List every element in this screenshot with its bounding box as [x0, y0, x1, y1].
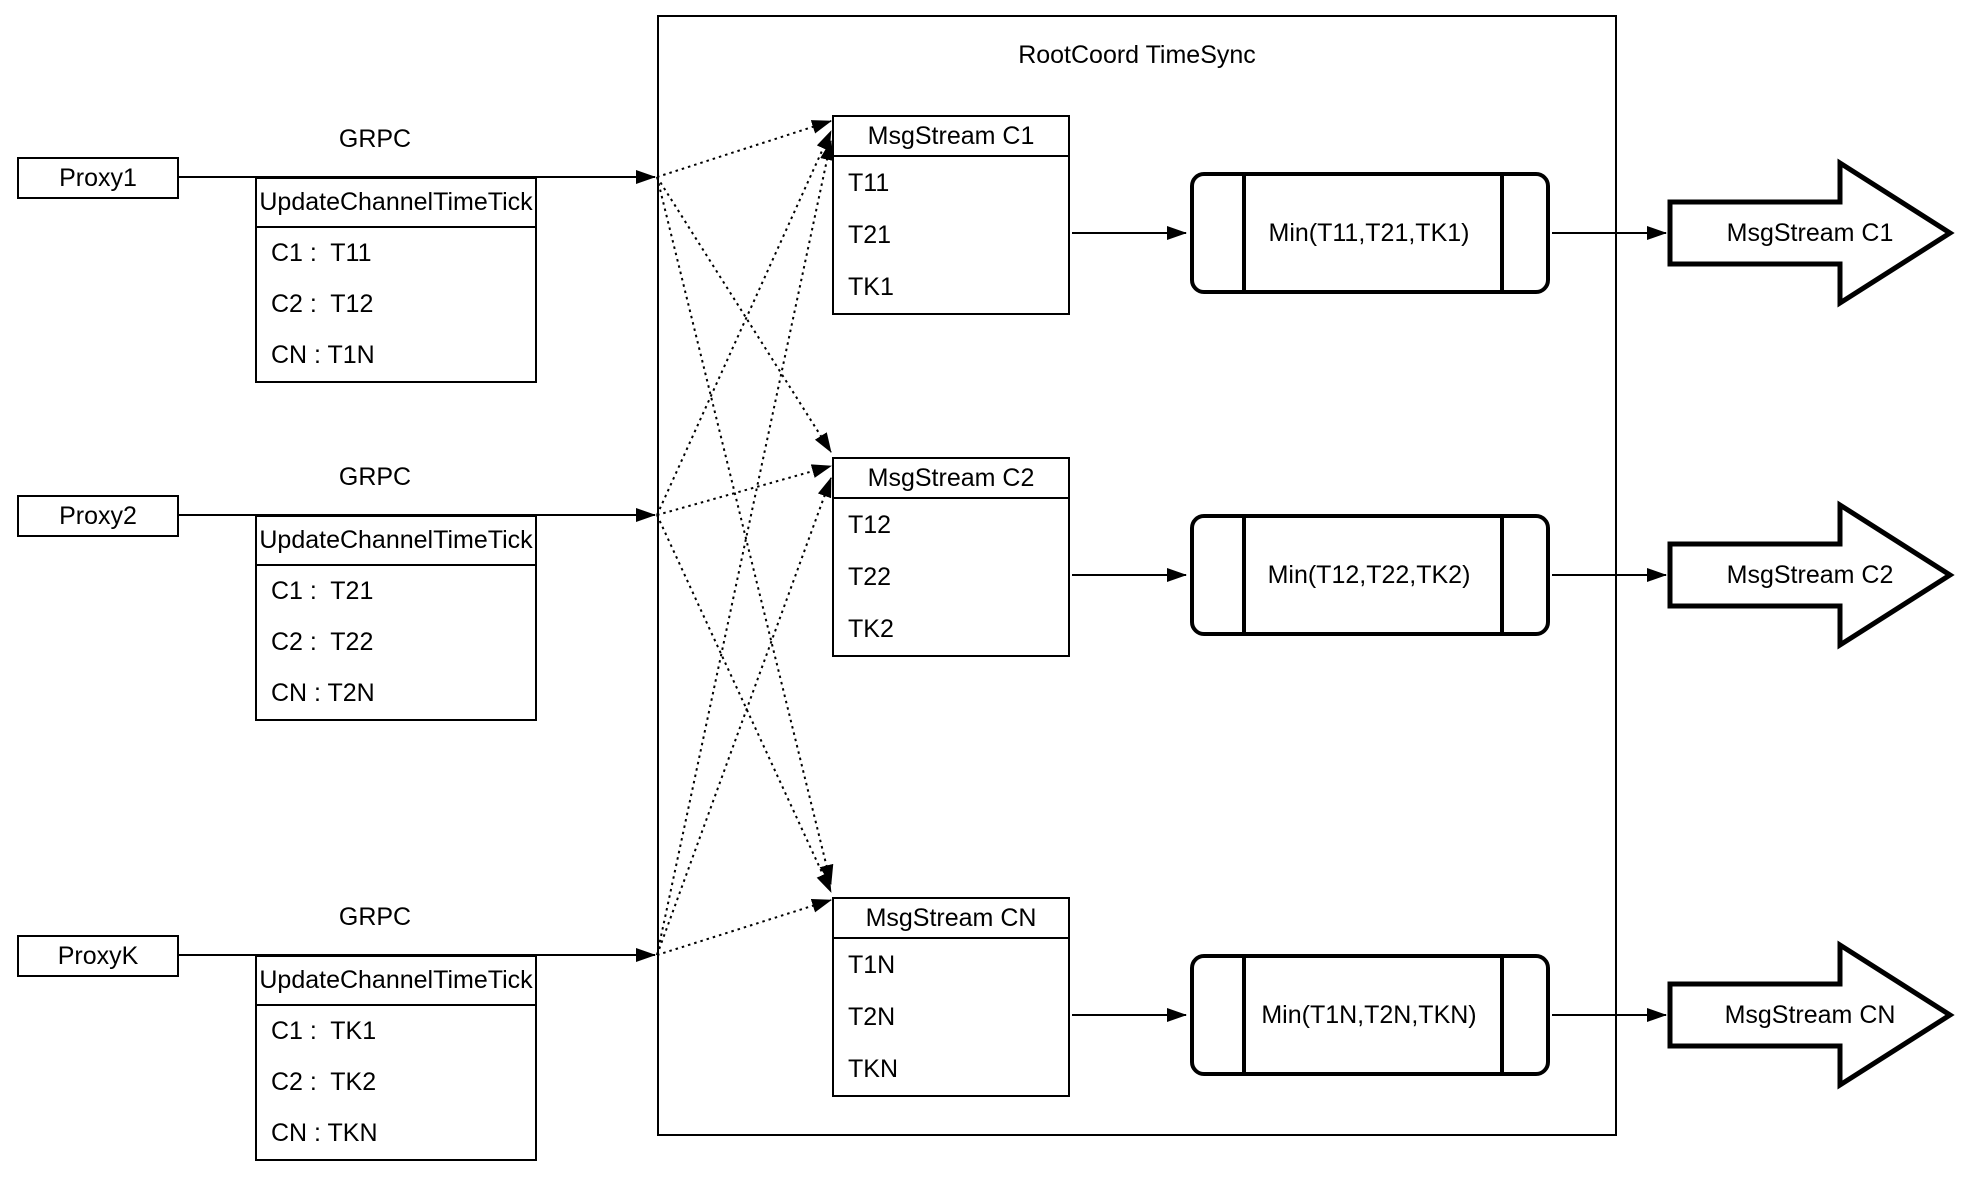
msgstream-table-row: T1N [848, 950, 896, 979]
proxy2-box: Proxy2 [17, 495, 179, 537]
update-table-row: CN : TKN [271, 1119, 378, 1147]
process-side-bar [1500, 958, 1504, 1072]
fanout-p1-c2 [656, 176, 832, 453]
msgstream-table-header: MsgStream C2 [834, 459, 1068, 499]
fanout-p2-c1 [656, 130, 832, 516]
min-to-output-lines [1552, 226, 1667, 1022]
fanout-p1-cn [656, 176, 834, 885]
stream-to-min-lines [1072, 226, 1187, 1022]
msgstream-c1-table: MsgStream C1 T11 T21 TK1 [832, 115, 1070, 315]
fanout-pk-c2 [656, 477, 832, 956]
msgstream-cn-table: MsgStream CN T1N T2N TKN [832, 897, 1070, 1097]
min-process-box-c2: Min(T12,T22,TK2) [1190, 514, 1550, 636]
min-label-c2: Min(T12,T22,TK2) [1267, 560, 1471, 589]
fanout-p2-cn [656, 514, 832, 893]
grpc-label-row2: GRPC [338, 463, 412, 491]
update-timetick-table-proxyk: UpdateChannelTimeTick C1 : TK1 C2 : TK2 … [255, 955, 537, 1161]
proxyk-label: ProxyK [57, 941, 139, 970]
update-table-row: CN : T1N [271, 341, 375, 369]
process-side-bar [1500, 176, 1504, 290]
output-arrow-shape-c2 [1667, 500, 1955, 650]
process-side-bar [1242, 518, 1246, 632]
process-side-bar [1500, 518, 1504, 632]
msgstream-table-row: TKN [848, 1054, 898, 1083]
timetick-fanout-lines [656, 120, 834, 956]
proxyk-box: ProxyK [17, 935, 179, 977]
proxy1-box: Proxy1 [17, 157, 179, 199]
min-process-box-cn: Min(T1N,T2N,TKN) [1190, 954, 1550, 1076]
min-process-box-c1: Min(T11,T21,TK1) [1190, 172, 1550, 294]
msgstream-table-header: MsgStream CN [834, 899, 1068, 939]
update-table-row: C2 : T22 [271, 628, 374, 656]
proxy2-label: Proxy2 [59, 501, 137, 530]
update-table-row: CN : T2N [271, 679, 375, 707]
update-table-row: C2 : T12 [271, 290, 374, 318]
msgstream-table-row: T12 [848, 510, 892, 539]
update-table-row: C1 : TK1 [271, 1017, 377, 1045]
fanout-p1-c1 [656, 120, 832, 178]
update-table-row: C1 : T21 [271, 577, 374, 605]
update-table-row: C2 : TK2 [271, 1068, 377, 1096]
update-table-header: UpdateChannelTimeTick [257, 957, 535, 1006]
process-side-bar [1242, 958, 1246, 1072]
msgstream-table-row: T11 [848, 168, 890, 197]
output-arrow-shapes [1667, 158, 1955, 1090]
msgstream-table-row: TK1 [848, 272, 894, 301]
min-label-cn: Min(T1N,T2N,TKN) [1261, 1000, 1477, 1029]
msgstream-c2-table: MsgStream C2 T12 T22 TK2 [832, 457, 1070, 657]
grpc-label-row3: GRPC [338, 903, 412, 931]
msgstream-table-row: TK2 [848, 614, 894, 643]
proxy1-label: Proxy1 [59, 163, 137, 192]
update-timetick-table-proxy1: UpdateChannelTimeTick C1 : T11 C2 : T12 … [255, 177, 537, 383]
update-table-header: UpdateChannelTimeTick [257, 179, 535, 228]
update-table-header: UpdateChannelTimeTick [257, 517, 535, 566]
fanout-pk-cn [656, 899, 832, 956]
output-arrow-shape-cn [1667, 940, 1955, 1090]
msgstream-table-row: T21 [848, 220, 892, 249]
fanout-p2-c2 [656, 464, 832, 516]
process-side-bar [1242, 176, 1246, 290]
min-label-c1: Min(T11,T21,TK1) [1268, 218, 1470, 247]
output-arrow-shape-c1 [1667, 158, 1955, 308]
output-arrow-label-c1: MsgStream C1 [1726, 218, 1894, 247]
fanout-pk-c1 [656, 140, 834, 956]
rootcoord-timesync-title: RootCoord TimeSync [1018, 41, 1256, 69]
update-table-row: C1 : T11 [271, 239, 372, 267]
output-arrow-label-cn: MsgStream CN [1724, 1000, 1896, 1029]
grpc-label-row1: GRPC [338, 125, 412, 153]
msgstream-table-header: MsgStream C1 [834, 117, 1068, 157]
msgstream-table-row: T2N [848, 1002, 896, 1031]
update-timetick-table-proxy2: UpdateChannelTimeTick C1 : T21 C2 : T22 … [255, 515, 537, 721]
msgstream-table-row: T22 [848, 562, 892, 591]
rootcoord-timesync-box [657, 15, 1617, 1136]
output-arrow-label-c2: MsgStream C2 [1726, 560, 1894, 589]
